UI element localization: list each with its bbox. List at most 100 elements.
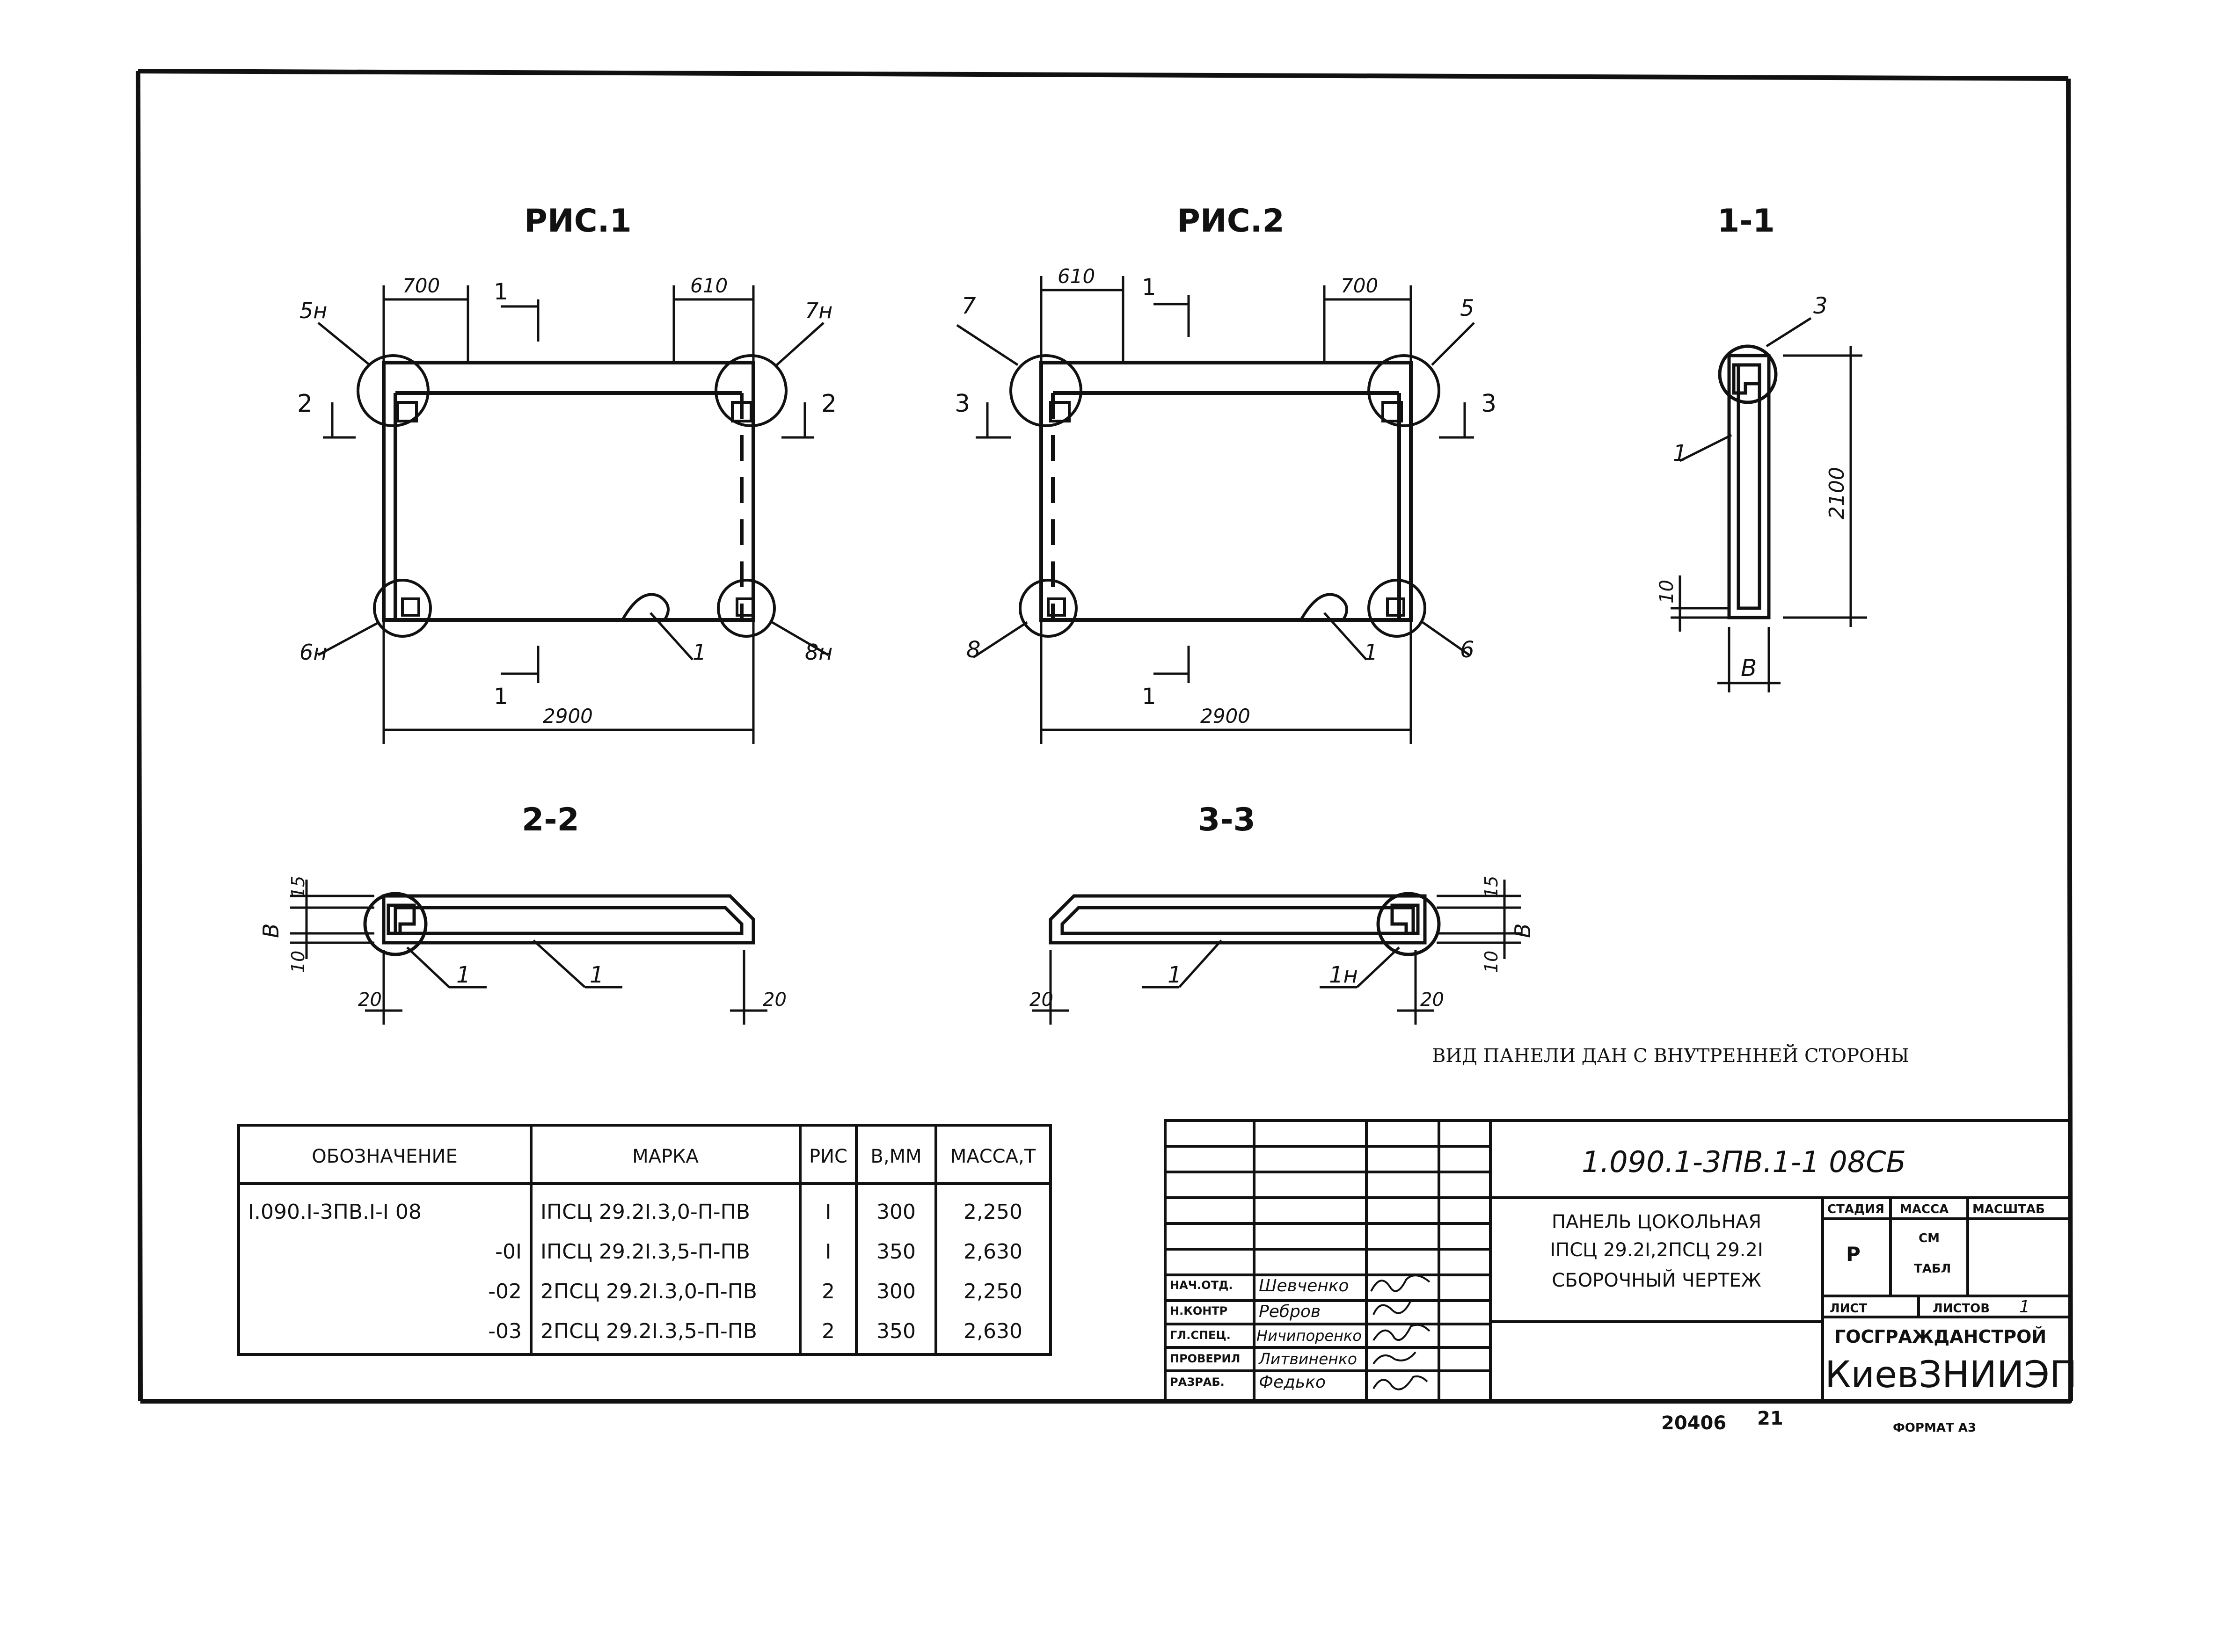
spec-header-mark: МАРКА bbox=[632, 1146, 699, 1167]
page-number: 21 bbox=[1757, 1408, 1783, 1429]
format-label: ФОРМАТ А3 bbox=[1893, 1421, 1976, 1435]
figure-2-node-bl: 8 bbox=[966, 637, 981, 663]
view-note: ВИД ПАНЕЛИ ДАН С ВНУТРЕННЕЙ СТОРОНЫ bbox=[1432, 1044, 1909, 1067]
figure-2-dim-right: 700 bbox=[1341, 274, 1378, 297]
section-3-3-dim-b: В bbox=[1510, 923, 1535, 938]
spec-row-0-width: 300 bbox=[876, 1200, 916, 1224]
spec-row-3-mark: 2ПСЦ 29.2I.3,5-П-ПВ bbox=[540, 1319, 757, 1343]
section-2-2-dim-b: В bbox=[258, 923, 284, 938]
spec-row-2-figure: 2 bbox=[822, 1280, 835, 1303]
doc-name-line-2: IПСЦ 29.2I,2ПСЦ 29.2I bbox=[1550, 1239, 1763, 1261]
sheet-frame bbox=[136, 69, 2073, 1404]
figure-2-node-tl: 7 bbox=[962, 293, 976, 319]
figure-1-panel-view: РИС.1 bbox=[297, 203, 837, 744]
figure-2-dim-left: 610 bbox=[1058, 265, 1095, 288]
figure-1-sec-top: 1 bbox=[494, 279, 508, 305]
section-1-1-bottom-dim: 10 bbox=[1656, 580, 1678, 604]
section-2-2: 2-2 15 В 10 20 20 1 1 bbox=[258, 801, 787, 1025]
figure-1-sec-left: 2 bbox=[297, 390, 313, 418]
figure-1-node-tl: 5н bbox=[299, 298, 327, 323]
section-3-3-title: 3-3 bbox=[1198, 801, 1255, 838]
doc-name-line-3: СБОРОЧНЫЙ ЧЕРТЕЖ bbox=[1552, 1269, 1761, 1291]
section-3-3-dim-left: 20 bbox=[1029, 989, 1053, 1011]
figure-1-dim-left: 700 bbox=[402, 274, 440, 297]
spec-row-0-designation: I.090.I-3ПВ.I-I 08 bbox=[248, 1200, 422, 1224]
spec-row-1-designation: -0I bbox=[495, 1240, 522, 1264]
sheets-value: 1 bbox=[2019, 1297, 2030, 1317]
figure-2-sec-right: 3 bbox=[1481, 390, 1496, 418]
spec-row-2-mark: 2ПСЦ 29.2I.3,0-П-ПВ bbox=[540, 1280, 757, 1303]
section-3-3: 3-3 15 В 10 20 20 1 1н bbox=[1029, 801, 1535, 1025]
figure-1-part-label: 1 bbox=[693, 640, 706, 665]
figure-2-part-label: 1 bbox=[1364, 640, 1378, 665]
staff-role-2: ГЛ.СПЕЦ. bbox=[1170, 1329, 1231, 1342]
spec-header-width: В,ММ bbox=[870, 1146, 921, 1167]
section-3-3-part-a: 1 bbox=[1168, 962, 1182, 988]
mass-header: МАССА bbox=[1900, 1202, 1949, 1216]
staff-name-0: Шевченко bbox=[1259, 1276, 1349, 1295]
section-3-3-part-b: 1н bbox=[1329, 962, 1358, 988]
figure-2-sec-left: 3 bbox=[955, 390, 970, 418]
spec-row-0-mass: 2,250 bbox=[964, 1200, 1022, 1224]
mass-value-line-1: СМ bbox=[1919, 1231, 1940, 1245]
section-2-2-title: 2-2 bbox=[522, 801, 579, 838]
section-1-1-part: 1 bbox=[1673, 440, 1687, 466]
figure-2-dim-total: 2900 bbox=[1200, 705, 1250, 728]
figure-1-sec-bottom: 1 bbox=[494, 684, 508, 710]
section-2-2-dim-bottom: 10 bbox=[288, 951, 308, 973]
spec-row-1-figure: I bbox=[825, 1240, 832, 1264]
figure-2-node-br: 6 bbox=[1460, 637, 1474, 663]
mass-value-line-2: ТАБЛ bbox=[1914, 1262, 1951, 1276]
spec-row-3-figure: 2 bbox=[822, 1319, 835, 1343]
org-line-1: ГОСГРАЖДАНСТРОЙ bbox=[1834, 1326, 2046, 1347]
figure-1-sec-right: 2 bbox=[821, 390, 837, 418]
figure-1-node-bl: 6н bbox=[299, 640, 327, 665]
spec-row-0-mark: IПСЦ 29.2I.3,0-П-ПВ bbox=[540, 1200, 750, 1224]
section-3-3-dim-bottom: 10 bbox=[1481, 951, 1502, 973]
section-2-2-dim-top: 15 bbox=[288, 876, 308, 898]
section-1-1: 1-1 2100 10 В 3 1 bbox=[1656, 203, 1867, 692]
footer: 20406 21 ФОРМАТ А3 bbox=[1661, 1408, 1976, 1435]
figure-1-dim-total: 2900 bbox=[543, 705, 593, 728]
spec-row-3-designation: -03 bbox=[488, 1319, 522, 1343]
figure-2-node-tr: 5 bbox=[1460, 295, 1474, 321]
section-2-2-dim-left: 20 bbox=[358, 989, 382, 1011]
staff-role-1: Н.КОНТР bbox=[1170, 1304, 1227, 1317]
section-1-1-width-label: В bbox=[1741, 655, 1757, 682]
figure-1-node-tr: 7н bbox=[805, 298, 832, 323]
spec-header-designation: ОБОЗНАЧЕНИЕ bbox=[312, 1146, 457, 1167]
section-3-3-dim-top: 15 bbox=[1481, 876, 1502, 898]
spec-row-2-mass: 2,250 bbox=[964, 1280, 1022, 1303]
stage-header: СТАДИЯ bbox=[1827, 1202, 1884, 1216]
section-2-2-part-b: 1 bbox=[590, 962, 604, 988]
spec-row-1-width: 350 bbox=[876, 1240, 916, 1264]
section-1-1-title: 1-1 bbox=[1717, 203, 1775, 240]
doc-name-line-1: ПАНЕЛЬ ЦОКОЛЬНАЯ bbox=[1552, 1211, 1761, 1233]
title-block: 1.090.1-3ПВ.1-1 08СБ ПАНЕЛЬ ЦОКОЛЬНАЯ IП… bbox=[1164, 1119, 2077, 1403]
doc-number: 20406 bbox=[1661, 1412, 1726, 1434]
staff-name-2: Ничипоренко bbox=[1256, 1327, 1362, 1345]
sheets-label: ЛИСТОВ bbox=[1933, 1302, 1990, 1316]
spec-row-3-mass: 2,630 bbox=[964, 1319, 1022, 1343]
signatures bbox=[1370, 1274, 1431, 1390]
staff-role-3: ПРОВЕРИЛ bbox=[1170, 1352, 1240, 1365]
sheet-label: ЛИСТ bbox=[1830, 1302, 1867, 1316]
spec-header-figure: РИС bbox=[809, 1146, 847, 1167]
scale-header: МАСШТАБ bbox=[1972, 1202, 2045, 1216]
staff-role-0: НАЧ.ОТД. bbox=[1170, 1279, 1233, 1292]
stage-value: Р bbox=[1846, 1243, 1861, 1266]
section-2-2-part-a: 1 bbox=[456, 962, 471, 988]
section-2-2-dim-right: 20 bbox=[763, 989, 787, 1011]
staff-name-1: Ребров bbox=[1259, 1302, 1321, 1321]
figure-1-dim-right: 610 bbox=[690, 274, 728, 297]
spec-header-mass: МАССА,Т bbox=[950, 1146, 1036, 1167]
staff-name-3: Литвиненко bbox=[1258, 1350, 1357, 1368]
spec-row-0-figure: I bbox=[825, 1200, 832, 1224]
doc-code: 1.090.1-3ПВ.1-1 08СБ bbox=[1582, 1145, 1906, 1179]
staff-name-4: Федько bbox=[1259, 1373, 1326, 1392]
figure-1-node-br: 8н bbox=[805, 640, 832, 665]
section-3-3-dim-right: 20 bbox=[1420, 989, 1444, 1011]
figure-2-sec-top: 1 bbox=[1142, 274, 1156, 300]
spec-table-header: ОБОЗНАЧЕНИЕ МАРКА РИС В,ММ МАССА,Т bbox=[312, 1146, 1036, 1167]
